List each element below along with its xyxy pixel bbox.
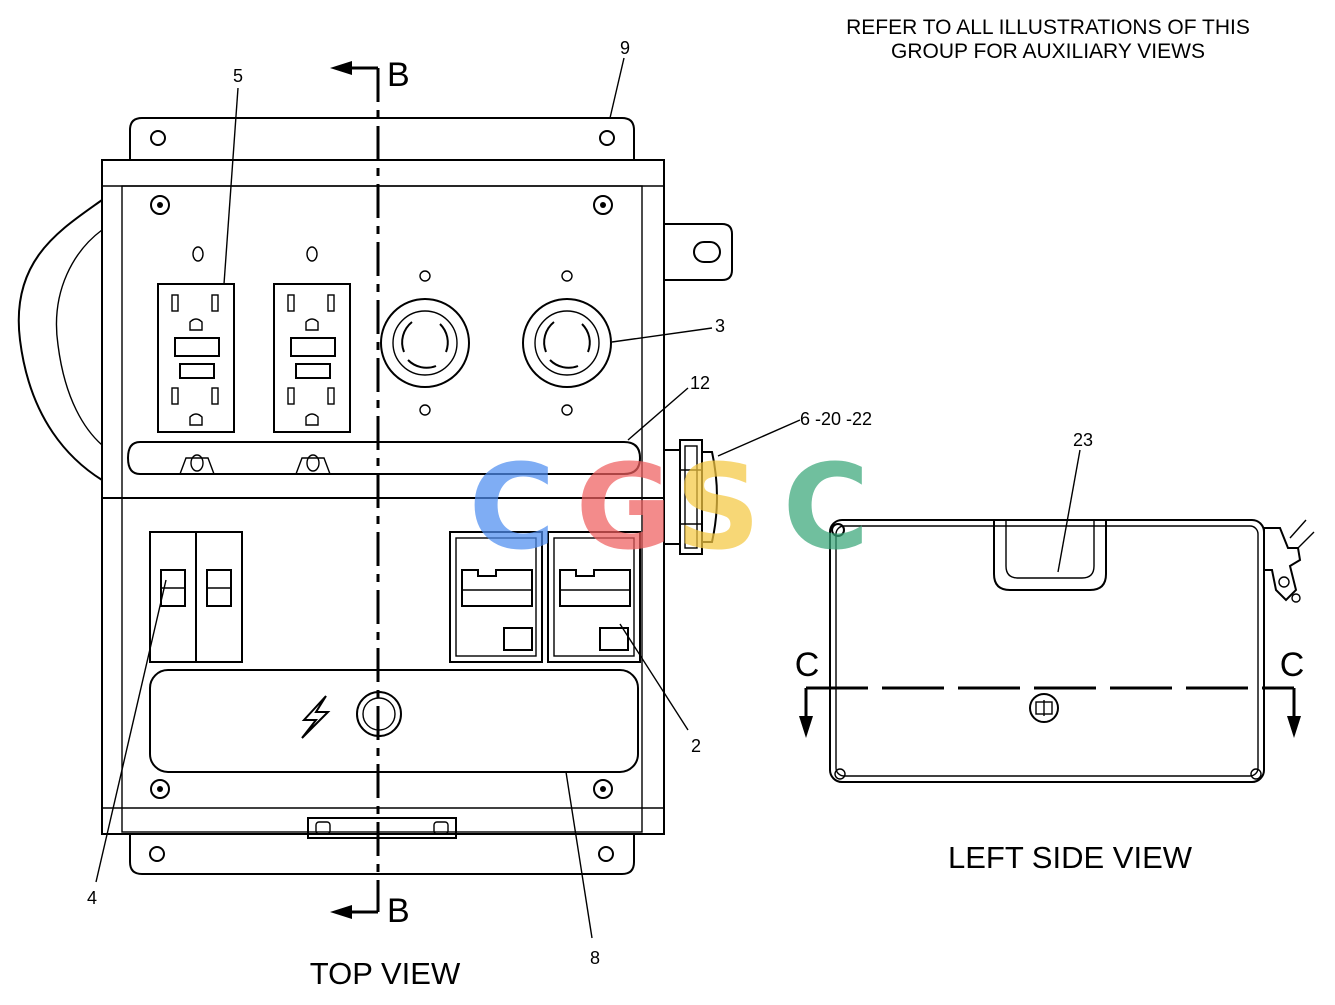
cover-strip (126, 441, 642, 475)
callout-6-20-22: 6 -20 -22 (800, 409, 872, 429)
breaker-cover (149, 669, 639, 773)
callout-leader-23 (1057, 449, 1081, 573)
callout-3: 3 (715, 316, 725, 336)
latch-knob (1029, 693, 1059, 723)
callout-5: 5 (233, 66, 243, 86)
section-mark-c-right: C (1280, 646, 1305, 684)
callout-2: 2 (691, 736, 701, 756)
side-clamp (1263, 519, 1315, 603)
screw (593, 195, 613, 215)
cable-loop (17, 199, 103, 481)
circuit-breaker (449, 531, 543, 663)
callout-leaders (95, 57, 801, 939)
circuit-breaker (547, 531, 641, 663)
latch (307, 817, 457, 839)
flange-hole (599, 130, 615, 146)
top-view-drawing: B B (17, 56, 733, 930)
circuit-breaker-double (149, 531, 243, 663)
flange-hole (598, 846, 614, 862)
callout-12: 12 (690, 373, 710, 393)
note-line-1: REFER TO ALL ILLUSTRATIONS OF THIS (846, 16, 1250, 39)
watermark-letter-1: C (469, 438, 556, 576)
section-mark-b-bottom: B (387, 892, 410, 930)
section-mark-c-left: C (795, 646, 820, 684)
watermark-letter-3: S (676, 438, 761, 576)
gfci-receptacle (157, 246, 235, 433)
screw (150, 779, 170, 799)
watermark-letter-4: C (783, 438, 870, 576)
callout-9: 9 (620, 38, 630, 58)
flange-hole (149, 846, 165, 862)
top-flange (129, 117, 635, 160)
twist-lock-receptacle (380, 270, 470, 416)
watermark-letter-2: G (576, 438, 673, 576)
callout-4: 4 (87, 888, 97, 908)
watermark-logo: C G S C (469, 438, 870, 576)
arrow-left-icon (330, 905, 352, 919)
arrow-left-icon (330, 61, 352, 75)
twist-lock-receptacle (522, 270, 612, 416)
flange-hole (150, 130, 166, 146)
note-line-2: GROUP FOR AUXILIARY VIEWS (891, 40, 1205, 63)
handle-recess (993, 520, 1107, 591)
side-tab (664, 223, 733, 281)
callout-8: 8 (590, 948, 600, 968)
side-connector (663, 439, 718, 555)
top-view-title: TOP VIEW (310, 956, 461, 991)
gfci-receptacle (273, 246, 351, 433)
lightning-icon (301, 695, 331, 739)
left-side-view-title: LEFT SIDE VIEW (948, 840, 1193, 875)
arrow-down-icon (1287, 716, 1301, 738)
left-side-view-drawing (799, 519, 1315, 783)
screw (593, 779, 613, 799)
section-mark-b-top: B (387, 56, 410, 94)
arrow-down-icon (799, 716, 813, 738)
screw (150, 195, 170, 215)
bottom-flange (129, 834, 635, 875)
callout-23: 23 (1073, 430, 1093, 450)
